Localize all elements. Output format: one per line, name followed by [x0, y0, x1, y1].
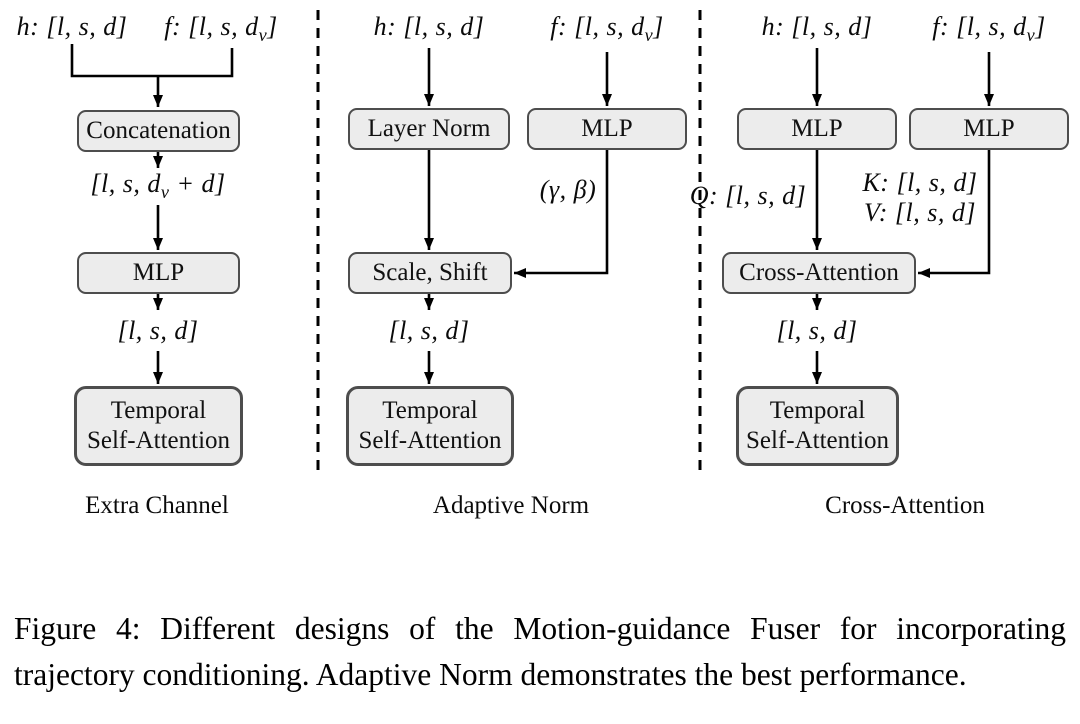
cross-attention-box: Cross-Attention [722, 252, 916, 294]
panel2-input-h-label: h: [l, s, d] [373, 12, 485, 41]
panel3-out-dims-label: [l, s, d] [776, 316, 858, 345]
figure-caption-label: Figure 4: [14, 610, 141, 646]
panel1-mlp-box-label: MLP [132, 258, 185, 286]
concatenation-box: Concatenation [77, 110, 240, 152]
panel3-input-f-label: f: [l, s, dv] [932, 11, 1046, 46]
arrow-mlp-to-scaleshift-elbow [514, 150, 609, 278]
cross-attention-title: Cross-Attention [825, 492, 985, 519]
panel3-temporal-self-attention-box: Temporal Self-Attention [736, 386, 899, 466]
cross-attention-box-label: Cross-Attention [739, 258, 899, 286]
temporal-line2: Self-Attention [86, 427, 231, 454]
layer-norm-box: Layer Norm [348, 108, 510, 150]
value-dims-label: V: [l, s, d] [864, 198, 976, 227]
arrow-mlp-to-crossattention-elbow [918, 150, 991, 278]
concatenation-box-label: Concatenation [86, 116, 231, 144]
panel3-input-h-label: h: [l, s, d] [761, 12, 873, 41]
panel2-temporal-self-attention-box: Temporal Self-Attention [346, 386, 514, 466]
panel2-mlp-box-label: MLP [581, 114, 633, 142]
subscript-v: v [160, 182, 170, 203]
scale-shift-box-label: Scale, Shift [372, 258, 488, 286]
panel3-mlp-right-box: MLP [909, 108, 1069, 150]
layer-norm-box-label: Layer Norm [367, 114, 491, 142]
panel1-input-h-text: h: [l, s, d] [16, 12, 128, 41]
panel1-temporal-self-attention-box: Temporal Self-Attention [74, 386, 243, 466]
gamma-beta-label: (γ, β) [539, 175, 597, 204]
temporal-line1: Temporal [769, 396, 866, 424]
temporal-line1: Temporal [382, 396, 478, 424]
panel3-mlp-left-label: MLP [791, 114, 843, 142]
merge-bracket [70, 44, 234, 78]
figure-caption-body: Different designs of the Motion-guidance… [14, 610, 1066, 692]
temporal-line2: Self-Attention [358, 427, 502, 454]
panel1-input-f-label: f: [l, s, dv] [164, 11, 278, 46]
key-dims-label: K: [l, s, d] [862, 168, 978, 197]
extra-channel-title: Extra Channel [85, 492, 229, 519]
query-dims-label: Q: [l, s, d] [689, 181, 807, 210]
panel2-input-f-label: f: [l, s, dv] [550, 11, 664, 46]
temporal-line1: Temporal [110, 396, 207, 424]
panel1-out-dims-label: [l, s, d] [117, 316, 199, 345]
scale-shift-box: Scale, Shift [348, 252, 512, 294]
panel1-mid-dims-label: [l, s, dv + d] [90, 168, 226, 203]
panel3-mlp-left-box: MLP [737, 108, 897, 150]
panel1-mlp-box: MLP [77, 252, 240, 294]
panel3-mlp-right-label: MLP [963, 114, 1015, 142]
diagram-wires [70, 10, 994, 470]
subscript-v: v [258, 25, 268, 46]
panel2-mlp-box: MLP [527, 108, 687, 150]
subscript-v: v [1026, 25, 1036, 46]
panel2-out-dims-label: [l, s, d] [388, 316, 470, 345]
adaptive-norm-title: Adaptive Norm [432, 492, 590, 519]
figure-caption: Figure 4: Different designs of the Motio… [14, 606, 1066, 699]
panel1-input-h-label: h: [l, s, d] [17, 12, 128, 42]
temporal-line2: Self-Attention [745, 427, 890, 454]
subscript-v: v [644, 25, 654, 46]
